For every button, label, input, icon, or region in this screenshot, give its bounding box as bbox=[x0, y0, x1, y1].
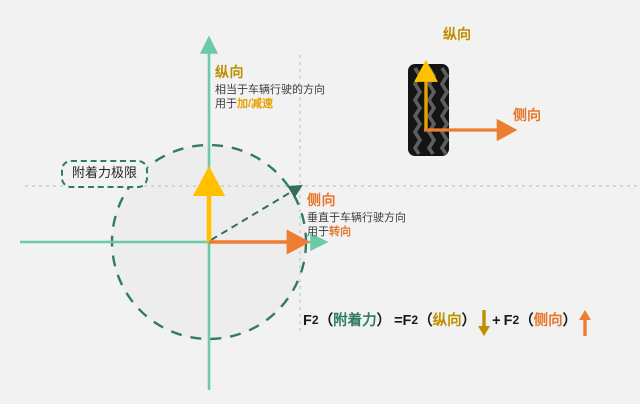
lateral-desc-line1: 垂直于车辆行驶方向 bbox=[307, 211, 406, 224]
formula-equals: = bbox=[394, 312, 403, 329]
formula-paren-open-3: （ bbox=[519, 312, 534, 329]
longitudinal-desc-highlight: 加/减速 bbox=[237, 97, 274, 110]
formula-longitudinal-term: 纵向 bbox=[432, 312, 462, 329]
formula-f-2: F bbox=[402, 312, 412, 329]
lateral-desc-line2: 用于转向 bbox=[307, 225, 406, 239]
longitudinal-desc-line1: 相当于车辆行驶的方向 bbox=[215, 83, 325, 96]
resultant-vector-dashed bbox=[210, 184, 303, 241]
tire-longitudinal-label: 纵向 bbox=[443, 26, 471, 42]
grip-limit-callout: 附着力极限 bbox=[61, 160, 149, 188]
grip-limit-label: 附着力极限 bbox=[72, 165, 138, 180]
formula-paren-open-2: （ bbox=[418, 312, 433, 329]
formula-plus: + bbox=[492, 312, 501, 329]
tire-graphic bbox=[408, 59, 518, 156]
lateral-desc-prefix: 用于 bbox=[307, 225, 329, 238]
tire-lateral-label: 侧向 bbox=[513, 107, 541, 123]
formula-paren-close-2: ） bbox=[461, 312, 477, 329]
formula-lateral-term: 侧向 bbox=[533, 312, 563, 329]
formula-f-1: F bbox=[303, 312, 312, 329]
tire-tread-1 bbox=[412, 67, 423, 155]
formula-f-3: F bbox=[503, 312, 513, 329]
tire-body bbox=[408, 64, 449, 156]
longitudinal-title: 纵向 bbox=[215, 64, 244, 80]
formula-paren-open-1: （ bbox=[318, 312, 334, 329]
formula-exp-1: 2 bbox=[311, 313, 319, 328]
formula-paren-close-3: ） bbox=[562, 312, 578, 329]
formula-paren-close-1: ） bbox=[376, 312, 392, 329]
formula-exp-2: 2 bbox=[411, 313, 419, 328]
longitudinal-desc-line2: 用于加/减速 bbox=[215, 97, 325, 111]
formula-grip-term: 附着力 bbox=[333, 312, 377, 329]
arrow-down-icon bbox=[476, 308, 492, 336]
longitudinal-label-block: 纵向 相当于车辆行驶的方向 用于加/减速 bbox=[215, 64, 325, 111]
longitudinal-desc-prefix: 用于 bbox=[215, 97, 237, 110]
tire-tread-3 bbox=[439, 67, 450, 155]
tire-tread-2 bbox=[426, 67, 437, 155]
lateral-label-block: 侧向 垂直于车辆行驶方向 用于转向 bbox=[307, 192, 406, 239]
formula-exp-3: 2 bbox=[512, 313, 520, 328]
lateral-title: 侧向 bbox=[307, 192, 336, 208]
arrow-up-icon bbox=[577, 308, 593, 336]
lateral-desc-highlight: 转向 bbox=[329, 225, 351, 238]
